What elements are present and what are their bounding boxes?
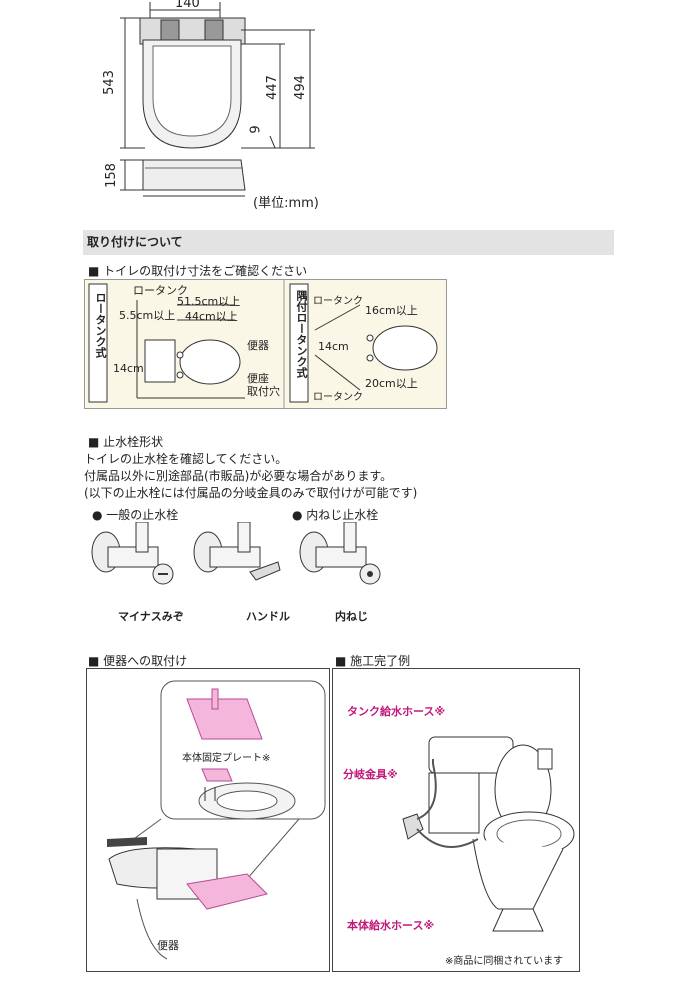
corner-tank-bottom-label: ロータンク: [313, 392, 363, 403]
branch-label: 分岐金具※: [343, 768, 398, 781]
install-dims-panel: ロータンク式 ロータンク 51.5cm以上 5.5cm以上 44cm以上 14c…: [84, 279, 447, 409]
general-valve-label: ● 一般の止水栓: [92, 508, 179, 522]
dim-44cm: 44cm以上: [185, 310, 238, 323]
valve-line-2: 付属品以外に別途部品(市販品)が必要な場合があります。: [84, 469, 393, 483]
seat-dimension-drawing: 140 543 447 494 9 158 (単位:mm): [95, 0, 335, 215]
example-heading: ■ 施工完了例: [335, 654, 411, 668]
example-illustration: [402, 736, 575, 932]
corner-tank-top-label: ロータンク: [313, 296, 363, 307]
dim-corner-14cm: 14cm: [318, 340, 349, 353]
low-tank-type-label: ロータンク式: [94, 292, 107, 358]
dim-gap: 9: [248, 125, 264, 134]
toilet-label: 便器: [247, 339, 269, 352]
dim-51-5cm: 51.5cm以上: [177, 295, 241, 308]
dim-height: 158: [103, 163, 119, 188]
dim-seat-length: 447: [264, 75, 280, 100]
mount-hole-label: 便座 取付穴: [247, 372, 280, 398]
valve-heading: ■ 止水栓形状: [88, 435, 164, 449]
inner-valve-label: ● 内ねじ止水栓: [292, 508, 379, 522]
valve-illustrations: [88, 521, 398, 602]
example-panel: タンク給水ホース※ 分岐金具※ 本体給水ホース※ ※商品に同梱されています: [332, 668, 580, 972]
dim-16cm: 16cm以上: [365, 304, 418, 317]
seat-top-view: [120, 2, 315, 197]
tank-hose-label: タンク給水ホース※: [347, 705, 446, 718]
mount-illustration: [107, 680, 326, 960]
inner-thread-valve-icon: [299, 521, 381, 585]
install-dims-heading: ■ トイレの取付け寸法をご確認ください: [88, 264, 308, 278]
toilet-mount-label: 便器: [157, 939, 179, 952]
handle-valve-icon: [193, 521, 281, 581]
minus-slot-valve-icon: [91, 521, 174, 585]
valve-line-1: トイレの止水栓を確認してください。: [84, 452, 288, 466]
dim-lid-length: 494: [292, 75, 308, 100]
body-hose-label: 本体給水ホース※: [347, 919, 435, 932]
included-note: ※商品に同梱されています: [445, 956, 564, 967]
low-tank-label: ロータンク: [133, 284, 188, 297]
dim-5-5cm: 5.5cm以上: [119, 309, 176, 322]
handle-label: ハンドル: [246, 610, 290, 623]
minus-slot-label: マイナスみぞ: [118, 610, 184, 623]
dim-14cm: 14cm: [113, 362, 144, 375]
install-dims-diagram: [88, 280, 438, 408]
unit-label: (単位:mm): [253, 196, 319, 211]
plate-label: 本体固定プレート※: [182, 753, 271, 764]
corner-tank-type-label: 隅付ロータンク式: [295, 290, 308, 378]
dim-20cm: 20cm以上: [365, 377, 418, 390]
mount-panel: 本体固定プレート※ 便器: [86, 668, 330, 972]
dim-total-length: 543: [101, 70, 117, 95]
section-title: 取り付けについて: [83, 230, 614, 255]
inner-thread-label: 内ねじ: [335, 610, 368, 623]
dim-top-width: 140: [175, 0, 200, 11]
mount-heading: ■ 便器への取付け: [88, 654, 188, 668]
valve-icons: [91, 521, 381, 585]
valve-line-3: (以下の止水栓には付属品の分岐金具のみで取付けが可能です): [84, 486, 418, 500]
